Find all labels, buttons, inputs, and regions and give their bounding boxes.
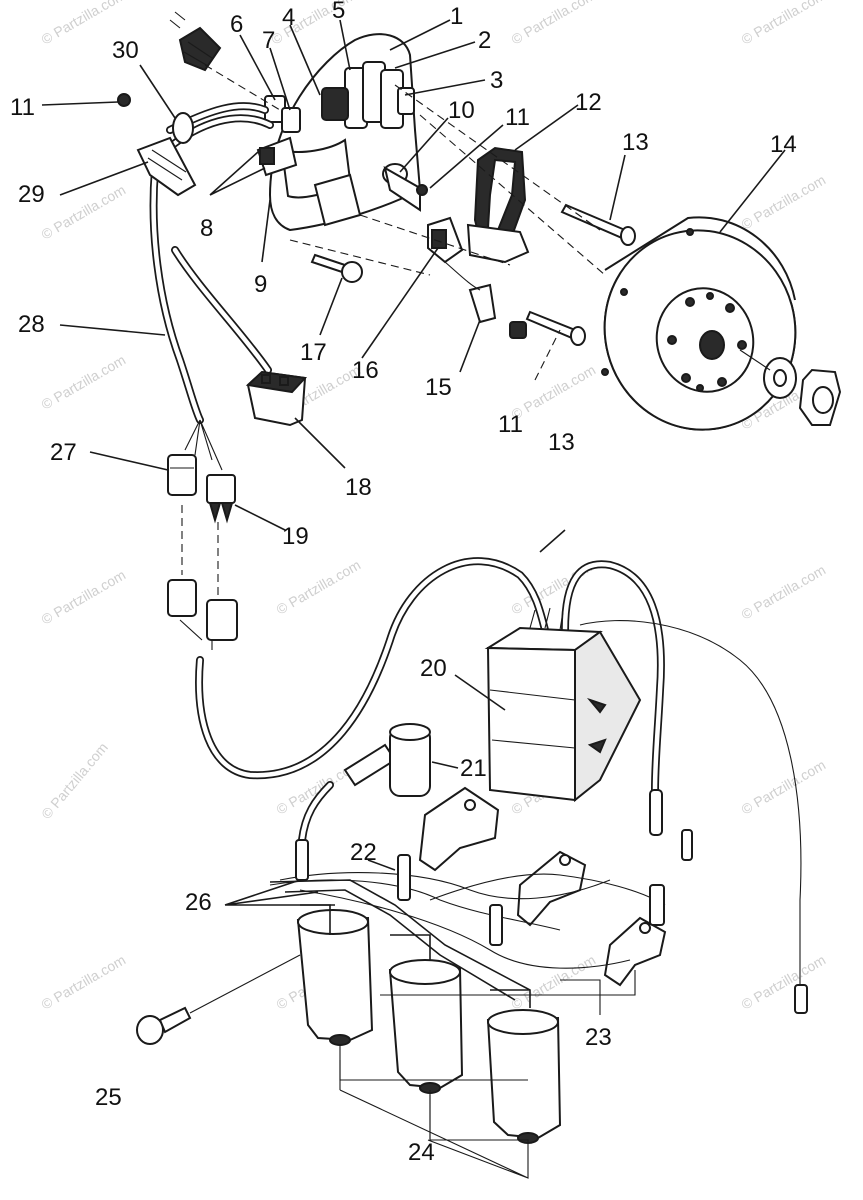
group-bracket-23: [380, 970, 636, 1015]
callout-25: 25: [95, 1084, 122, 1111]
watermark: © Partzilla.com: [509, 0, 599, 48]
voltage-regulator: [245, 370, 308, 427]
callout-10: 10: [448, 97, 475, 124]
watermark: © Partzilla.com: [509, 952, 599, 1013]
coil-bolt: [136, 954, 301, 1045]
callout-13: 13: [622, 129, 649, 156]
ignition-coil: [296, 909, 374, 1046]
watermark: © Partzilla.com: [274, 757, 364, 818]
mounting-bracket: [418, 786, 667, 987]
cdi-harness: [179, 557, 802, 985]
flywheel: [601, 216, 797, 431]
watermark: © Partzilla.com: [739, 562, 829, 623]
watermark: © Partzilla.com: [39, 182, 129, 243]
callout-3: 3: [490, 67, 503, 94]
watermark: © Partzilla.com: [38, 739, 111, 822]
watermark: © Partzilla.com: [739, 172, 829, 233]
callout-12: 12: [575, 89, 602, 116]
screw: [525, 310, 586, 346]
watermark: © Partzilla.com: [739, 952, 829, 1013]
connector-19: [206, 474, 236, 524]
callout-21: 21: [460, 755, 487, 782]
callout-1: 1: [450, 3, 463, 30]
callout-2: 2: [478, 27, 491, 54]
callout-26: 26: [185, 889, 212, 916]
callout-15: 15: [425, 374, 452, 401]
callout-16: 16: [352, 357, 379, 384]
callout-7: 7: [262, 27, 275, 54]
callout-30: 30: [112, 37, 139, 64]
connector-27: [167, 454, 197, 496]
wire-clamp: [172, 112, 194, 144]
cdi-box: [484, 607, 642, 803]
screw: [310, 253, 363, 283]
callout-13: 13: [548, 429, 575, 456]
nut: [798, 368, 842, 426]
mating-connector: [167, 579, 238, 641]
screw: [560, 203, 636, 246]
watermark: © Partzilla.com: [39, 952, 129, 1013]
assembly-guides: [204, 64, 771, 381]
callout-27: 27: [50, 439, 77, 466]
callout-14: 14: [770, 131, 797, 158]
watermark: © Partzilla.com: [739, 757, 829, 818]
ignition-coil: [388, 959, 464, 1094]
leader-lines: [41, 19, 786, 906]
harness-connector: [136, 136, 197, 197]
callout-11: 11: [505, 104, 530, 131]
callout-9: 9: [254, 271, 267, 298]
callout-24: 24: [408, 1139, 435, 1166]
callout-17: 17: [300, 339, 327, 366]
watermark: © Partzilla.com: [39, 352, 129, 413]
callout-22: 22: [350, 839, 377, 866]
callout-8: 8: [200, 215, 213, 242]
watermark: © Partzilla.com: [39, 567, 129, 628]
grommet: [169, 11, 222, 72]
callout-29: 29: [18, 181, 45, 208]
callout-4: 4: [282, 4, 295, 31]
lead-connector: [649, 789, 808, 1014]
trigger-coil: [466, 146, 530, 264]
callout-28: 28: [18, 311, 45, 338]
callout-20: 20: [420, 655, 447, 682]
washer: [763, 357, 797, 399]
watermark: © Partzilla.com: [274, 557, 364, 618]
ignition-coil: [486, 1009, 562, 1144]
callout-11: 11: [498, 411, 523, 438]
callout-23: 23: [585, 1024, 612, 1051]
callout-19: 19: [282, 523, 309, 550]
callout-labels: 1 2 3 4 5 6 7 8 9 10 11 11 11 12 13 13 1…: [10, 0, 797, 1166]
screw: [509, 321, 527, 339]
callout-18: 18: [345, 474, 372, 501]
group-bracket-24: [339, 1045, 529, 1179]
screw: [117, 93, 131, 107]
callout-11: 11: [10, 94, 35, 121]
callout-5: 5: [332, 0, 345, 24]
callout-6: 6: [230, 11, 243, 38]
watermark: © Partzilla.com: [739, 0, 829, 48]
stator-assembly: [256, 33, 428, 232]
spark-plug-cap: [298, 723, 431, 844]
